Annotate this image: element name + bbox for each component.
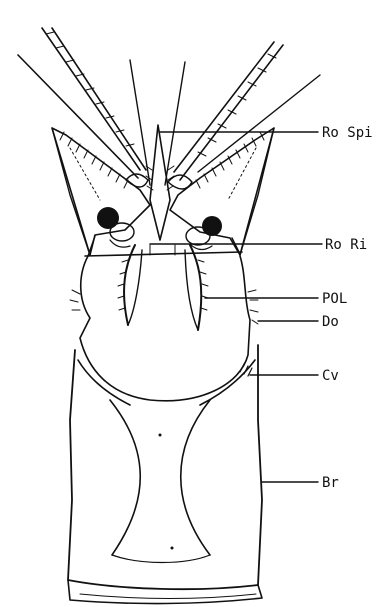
rostral-plate	[52, 128, 274, 255]
dorsal-shield	[70, 256, 258, 401]
left-antennae	[18, 28, 146, 178]
paired-lobes	[118, 245, 208, 330]
label-ro-ri: Ro Ri	[325, 237, 367, 253]
rostral-ridge	[85, 236, 242, 256]
label-pol: POL	[322, 291, 347, 307]
label-do: Do	[322, 314, 339, 330]
label-br: Br	[322, 475, 339, 491]
label-ro-spi: Ro Spi	[322, 125, 373, 141]
right-antennae	[174, 42, 320, 180]
body-trunk	[68, 345, 262, 604]
label-cv: Cv	[322, 368, 339, 384]
